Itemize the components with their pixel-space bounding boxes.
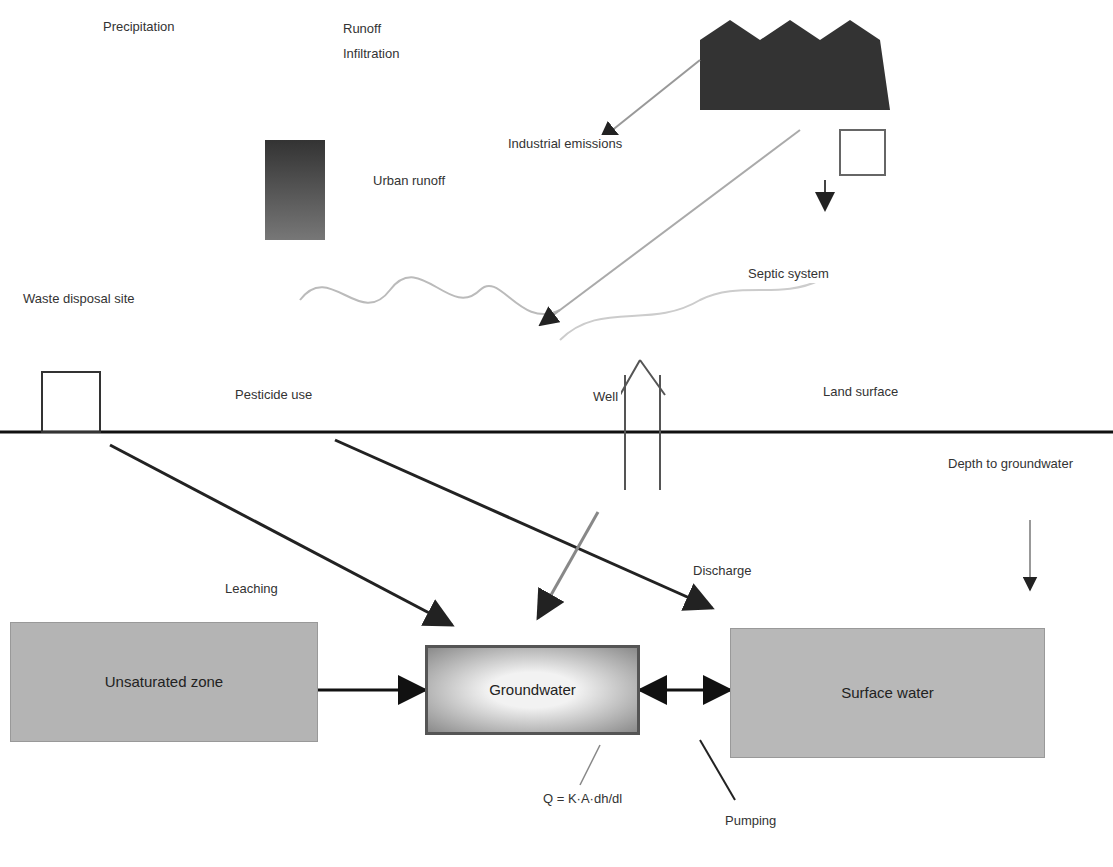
zone-box: Surface water: [730, 628, 1045, 758]
annotation-label: Land surface: [820, 383, 901, 401]
annotation-label: Infiltration: [340, 45, 402, 63]
annotation-label: Waste disposal site: [20, 290, 138, 308]
zone-box: Groundwater: [425, 645, 640, 735]
annotation-label: Pesticide use: [232, 386, 315, 404]
annotation-label: Industrial emissions: [505, 135, 625, 153]
annotation-label: Discharge: [690, 562, 755, 580]
annotation-label: Precipitation: [100, 18, 178, 36]
annotation-label: Leaching: [222, 580, 281, 598]
annotation-label: Q = K·A·dh/dl: [540, 790, 625, 808]
annotation-label: Runoff: [340, 20, 384, 38]
annotation-label: Depth to groundwater: [945, 455, 1076, 473]
annotation-label: Septic system: [745, 265, 832, 283]
box-label: Surface water: [841, 684, 934, 702]
flow-arrow: [640, 689, 730, 692]
flow-arrow: [318, 689, 425, 692]
annotation-label: Urban runoff: [370, 172, 448, 190]
box-label: Unsaturated zone: [105, 673, 223, 691]
annotation-label: Well: [590, 388, 621, 406]
zone-box: Unsaturated zone: [10, 622, 318, 742]
box-label: Groundwater: [489, 681, 576, 699]
annotation-label: Pumping: [722, 812, 779, 830]
